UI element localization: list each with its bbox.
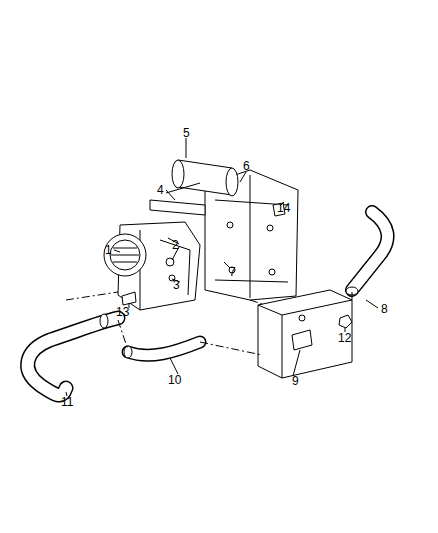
callout-number: 14 — [277, 202, 290, 214]
callout-number: 2 — [172, 239, 179, 251]
callout-number: 7 — [229, 266, 236, 278]
callout-number: 10 — [168, 374, 181, 386]
callout-number: 6 — [243, 160, 250, 172]
callout-number: 5 — [183, 127, 190, 139]
callout-number: 11 — [61, 396, 73, 408]
callout-number: 8 — [381, 303, 388, 315]
callout-number: 9 — [292, 375, 299, 387]
callout-number: 13 — [116, 306, 129, 318]
callout-number: 1 — [105, 244, 112, 256]
callout-number: 3 — [173, 279, 180, 291]
callout-number: 4 — [157, 184, 164, 196]
callout-number: 12 — [338, 332, 351, 344]
